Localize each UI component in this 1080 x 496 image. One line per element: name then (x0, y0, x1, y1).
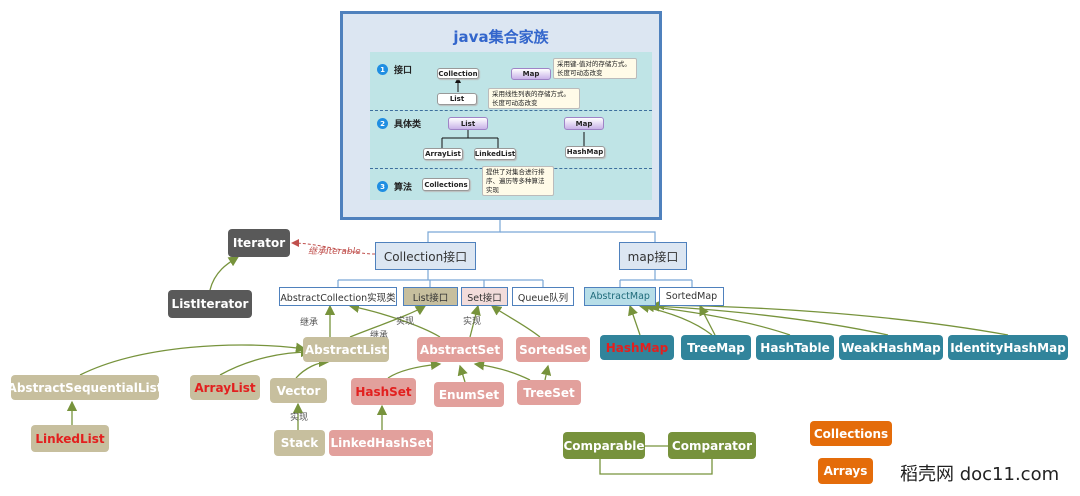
section-label: 具体类 (394, 120, 422, 130)
treeset-node[interactable]: TreeSet (517, 380, 581, 405)
section-algorithm: 3 算法 (377, 180, 412, 193)
watermark: 稻壳网 doc11.com (900, 464, 1060, 485)
map-interface-node[interactable]: map接口 (619, 242, 687, 270)
panel-collections-box: Collections (422, 178, 470, 191)
vector-node[interactable]: Vector (270, 378, 327, 403)
abstract-list-node[interactable]: AbstractList (303, 337, 389, 362)
list-interface-node[interactable]: List接口 (403, 287, 458, 306)
set-interface-node[interactable]: Set接口 (461, 287, 508, 306)
abstract-map-node[interactable]: AbstractMap (584, 287, 656, 306)
treemap-node[interactable]: TreeMap (681, 335, 751, 360)
panel-map-box: Map (511, 68, 551, 80)
inherit-iterable-label: 继承Iterable (308, 247, 361, 257)
panel-lines (441, 77, 585, 148)
edge-label-inherit: 继承 (370, 331, 389, 341)
enumset-node[interactable]: EnumSet (434, 382, 504, 407)
hashmap-node[interactable]: HashMap (600, 335, 674, 360)
sorted-set-node[interactable]: SortedSet (516, 337, 590, 362)
listiterator-node[interactable]: ListIterator (168, 290, 252, 318)
iterator-node[interactable]: Iterator (228, 229, 290, 257)
panel-collection-box: Collection (437, 68, 479, 79)
panel-note-map: 采用键-值对的存储方式。长度可动态改变 (553, 58, 637, 79)
abstract-collection-node[interactable]: AbstractCollection实现类 (279, 287, 397, 306)
panel-linkedlist-box: LinkedList (474, 148, 516, 160)
stack-node[interactable]: Stack (274, 430, 325, 456)
arrays-node[interactable]: Arrays (818, 458, 873, 484)
queue-node[interactable]: Queue队列 (512, 287, 574, 306)
abstract-set-node[interactable]: AbstractSet (417, 337, 503, 362)
panel-arraylist-box: ArrayList (423, 148, 463, 160)
panel-list2-box: List (448, 117, 488, 130)
collection-interface-node[interactable]: Collection接口 (375, 242, 476, 270)
panel-list-box: List (437, 93, 477, 105)
section-interface: 1 接口 (377, 63, 412, 76)
section-concrete: 2 具体类 (377, 117, 421, 130)
section-number-3: 3 (377, 181, 388, 192)
section-number-2: 2 (377, 118, 388, 129)
panel-title: java集合家族 (453, 28, 549, 46)
edge-label-inherit: 继承 (300, 318, 319, 328)
edge-label-implement: 实现 (290, 413, 309, 423)
hashtable-node[interactable]: HashTable (756, 335, 834, 360)
edge-label-implement: 实现 (396, 317, 415, 327)
panel-hashmap-box: HashMap (565, 146, 605, 158)
linkedhashset-node[interactable]: LinkedHashSet (329, 430, 433, 456)
comparator-node[interactable]: Comparator (668, 432, 756, 459)
panel-map2-box: Map (564, 117, 604, 130)
edge-label-implement: 实现 (463, 317, 482, 327)
section-number-1: 1 (377, 64, 388, 75)
hashset-node[interactable]: HashSet (351, 378, 416, 405)
arraylist-node[interactable]: ArrayList (190, 375, 260, 400)
comparable-node[interactable]: Comparable (563, 432, 645, 459)
panel-note-list: 采用线性列表的存储方式。长度可动态改变 (488, 88, 580, 109)
collections-node[interactable]: Collections (810, 421, 892, 446)
abstract-sequential-list-node[interactable]: AbstractSequentialList (8, 375, 162, 400)
section-label: 接口 (394, 66, 413, 76)
identityhashmap-node[interactable]: IdentityHashMap (948, 335, 1068, 360)
panel-note-algorithm: 提供了对集合进行排序、遍历等多种算法实现 (482, 166, 554, 196)
panel-divider (370, 110, 652, 111)
section-label: 算法 (394, 183, 413, 193)
weakhashmap-node[interactable]: WeakHashMap (839, 335, 943, 360)
linkedlist-node[interactable]: LinkedList (31, 425, 109, 452)
sorted-map-node[interactable]: SortedMap (659, 287, 724, 306)
